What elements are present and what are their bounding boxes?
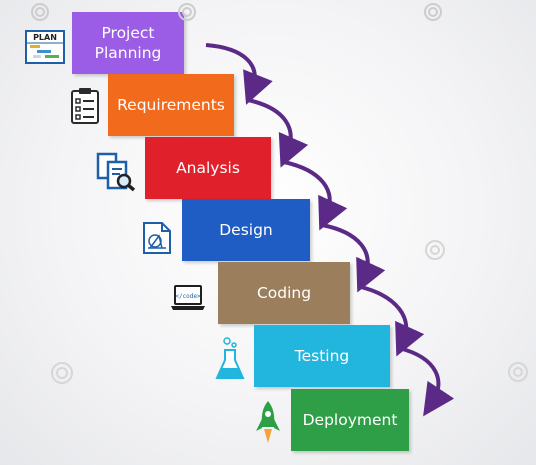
- documents-magnifier-icon: [96, 152, 136, 192]
- step-deployment: Deployment: [291, 389, 409, 451]
- step-requirements: Requirements: [108, 74, 234, 136]
- code-icon-text: </code>: [175, 293, 201, 300]
- arrow-coding-to-testing: [360, 285, 425, 357]
- step-label: Testing: [294, 347, 350, 365]
- arrow-design-to-coding: [321, 223, 386, 293]
- step-label: Analysis: [176, 159, 240, 177]
- step-label: Project Planning: [94, 24, 162, 62]
- plan-icon: PLAN: [25, 30, 65, 64]
- step-label: Deployment: [302, 411, 398, 429]
- step-testing: Testing: [254, 325, 390, 387]
- arrow-planning-to-requirements: [205, 43, 273, 105]
- arrow-requirements-to-analysis: [247, 98, 309, 168]
- step-design: Design: [182, 199, 310, 261]
- clipboard-checklist-icon: [71, 88, 99, 124]
- step-coding: Coding: [218, 262, 350, 324]
- flask-icon: [215, 337, 245, 379]
- arrow-testing-to-deployment: [398, 346, 455, 417]
- step-project-planning: Project Planning: [72, 12, 184, 74]
- design-document-icon: [143, 222, 171, 254]
- laptop-code-icon: </code>: [171, 285, 205, 310]
- step-label: Design: [219, 221, 273, 239]
- step-analysis: Analysis: [145, 137, 271, 199]
- rocket-icon: [256, 401, 280, 443]
- arrow-analysis-to-design: [283, 160, 348, 231]
- plan-icon-text: PLAN: [33, 33, 57, 42]
- step-label: Requirements: [117, 96, 225, 114]
- step-label: Coding: [256, 284, 312, 302]
